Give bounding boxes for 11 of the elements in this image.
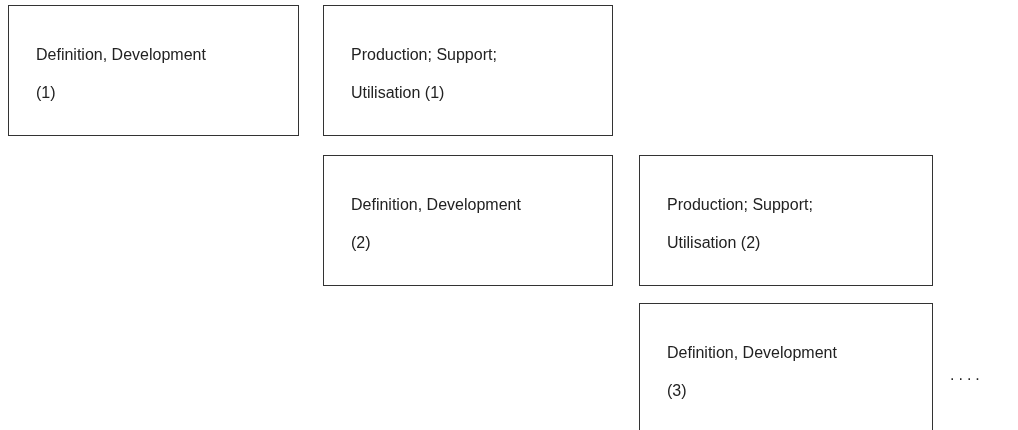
process-box bbox=[8, 5, 299, 136]
process-box bbox=[323, 5, 613, 136]
box-label: Definition, Development (1) bbox=[36, 45, 207, 103]
process-box bbox=[639, 303, 933, 430]
continuation-dots: .... bbox=[950, 366, 984, 384]
box-label: Production; Support; Utilisation (2) bbox=[667, 195, 814, 253]
box-label: Production; Support; Utilisation (1) bbox=[351, 45, 498, 103]
process-box bbox=[639, 155, 933, 286]
box-label: Definition, Development (2) bbox=[351, 195, 522, 253]
process-box bbox=[323, 155, 613, 286]
box-label: Definition, Development (3) bbox=[667, 343, 838, 401]
